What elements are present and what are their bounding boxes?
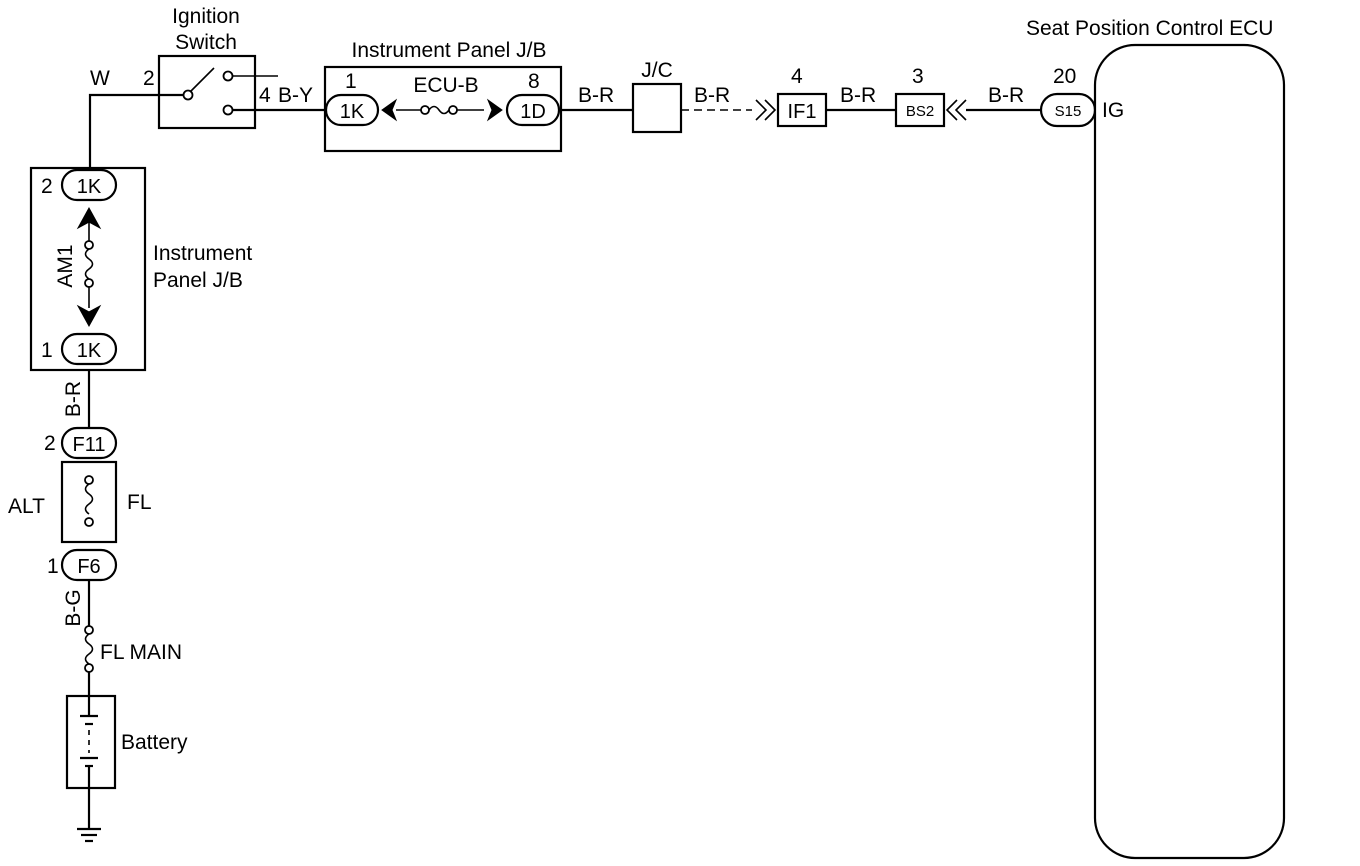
fl-main-fusible-link <box>84 633 94 665</box>
am1-fuse <box>84 248 94 280</box>
pin-jb-1k: 1 <box>345 70 357 93</box>
connector-f11 <box>60 426 118 460</box>
wire-label-br-3: B-R <box>840 84 876 107</box>
pin-s15: 20 <box>1053 65 1076 88</box>
wire-label-br-2: B-R <box>694 84 730 107</box>
connector-bs2-label: BS2 <box>906 103 934 120</box>
connector-s15-label: S15 <box>1055 103 1082 120</box>
connector-am1-bottom-label: 1K <box>77 340 102 362</box>
ignition-switch-box <box>157 54 257 130</box>
fl-main-label: FL MAIN <box>100 641 182 664</box>
wire-w <box>88 93 184 168</box>
jb-right-terminal-arrow <box>486 98 503 122</box>
pin-if1: 4 <box>791 65 803 88</box>
fl-end-bottom <box>84 517 94 527</box>
pin-switch-out: 4 <box>259 84 271 107</box>
pin-bs2: 3 <box>912 65 924 88</box>
wire-label-bg-vertical: B-G <box>62 589 85 626</box>
bs2-chevron-2 <box>954 99 967 121</box>
ignition-switch-label-2: Switch <box>175 31 237 54</box>
wire-label-w: W <box>90 67 110 90</box>
connector-am1-bottom <box>60 332 118 366</box>
connector-if1-label: IF1 <box>788 101 817 123</box>
wire-label-br-4: B-R <box>988 84 1024 107</box>
pin-jb-1d: 8 <box>528 70 540 93</box>
pin-am1-bottom: 1 <box>41 339 53 362</box>
ecu-title: Seat Position Control ECU <box>1026 17 1273 40</box>
connector-f11-label: F11 <box>73 434 106 456</box>
bs2-chevron-1 <box>945 99 958 121</box>
jb-left-terminal-arrow <box>381 98 398 122</box>
ecu-b-fuse-label: ECU-B <box>413 74 478 97</box>
connector-jb-1d-label: 1D <box>520 101 546 123</box>
junction-connector-box <box>631 82 683 134</box>
connector-am1-top-label: 1K <box>77 176 102 198</box>
connector-am1-top <box>60 168 118 202</box>
battery-label: Battery <box>121 731 188 754</box>
switch-contact-lower <box>222 104 234 116</box>
seat-position-control-ecu <box>1093 43 1286 860</box>
ecu-b-fuse <box>428 105 450 115</box>
fuse-end-right <box>448 105 458 115</box>
battery-box <box>65 694 117 790</box>
ipjb-side-label-2: Panel J/B <box>153 269 243 292</box>
ipjb-top-title: Instrument Panel J/B <box>352 39 547 62</box>
wire-label-by: B-Y <box>278 84 313 107</box>
am1-bottom-terminal-arrow <box>76 304 102 328</box>
pin-am1-top: 2 <box>41 175 53 198</box>
if1-chevron-1 <box>755 99 768 121</box>
connector-jb-1d <box>505 93 561 127</box>
alt-label: ALT <box>8 495 45 518</box>
connector-f6-label: F6 <box>77 556 100 578</box>
ecu-ig-terminal: IG <box>1102 99 1124 122</box>
connector-jb-1k <box>324 93 380 127</box>
wire-label-br-vertical: B-R <box>62 381 85 417</box>
ipjb-side-label-1: Instrument <box>153 242 252 265</box>
fl-main-end-top <box>84 625 94 635</box>
pin-f11: 2 <box>44 432 56 455</box>
switch-contact-upper <box>222 70 234 82</box>
am1-fuse-end-top <box>84 240 94 250</box>
fl-main-end-bottom <box>84 663 94 673</box>
am1-fuse-label: AM1 <box>54 244 77 287</box>
fl-box <box>60 460 118 544</box>
junction-connector-label: J/C <box>641 59 673 82</box>
fl-label: FL <box>127 491 152 514</box>
if1-chevron-2 <box>764 99 777 121</box>
pin-f6: 1 <box>47 555 59 578</box>
connector-jb-1k-label: 1K <box>340 101 365 123</box>
connector-bs2 <box>894 92 946 128</box>
ignition-switch-label-1: Ignition <box>172 5 240 28</box>
am1-fuse-end-bottom <box>84 278 94 288</box>
fl-end-top <box>84 475 94 485</box>
wire-label-br-1: B-R <box>578 84 614 107</box>
pin-switch-in: 2 <box>143 67 155 90</box>
fuse-end-left <box>420 105 430 115</box>
switch-blade <box>189 67 215 93</box>
fl-fusible-link <box>84 483 94 515</box>
